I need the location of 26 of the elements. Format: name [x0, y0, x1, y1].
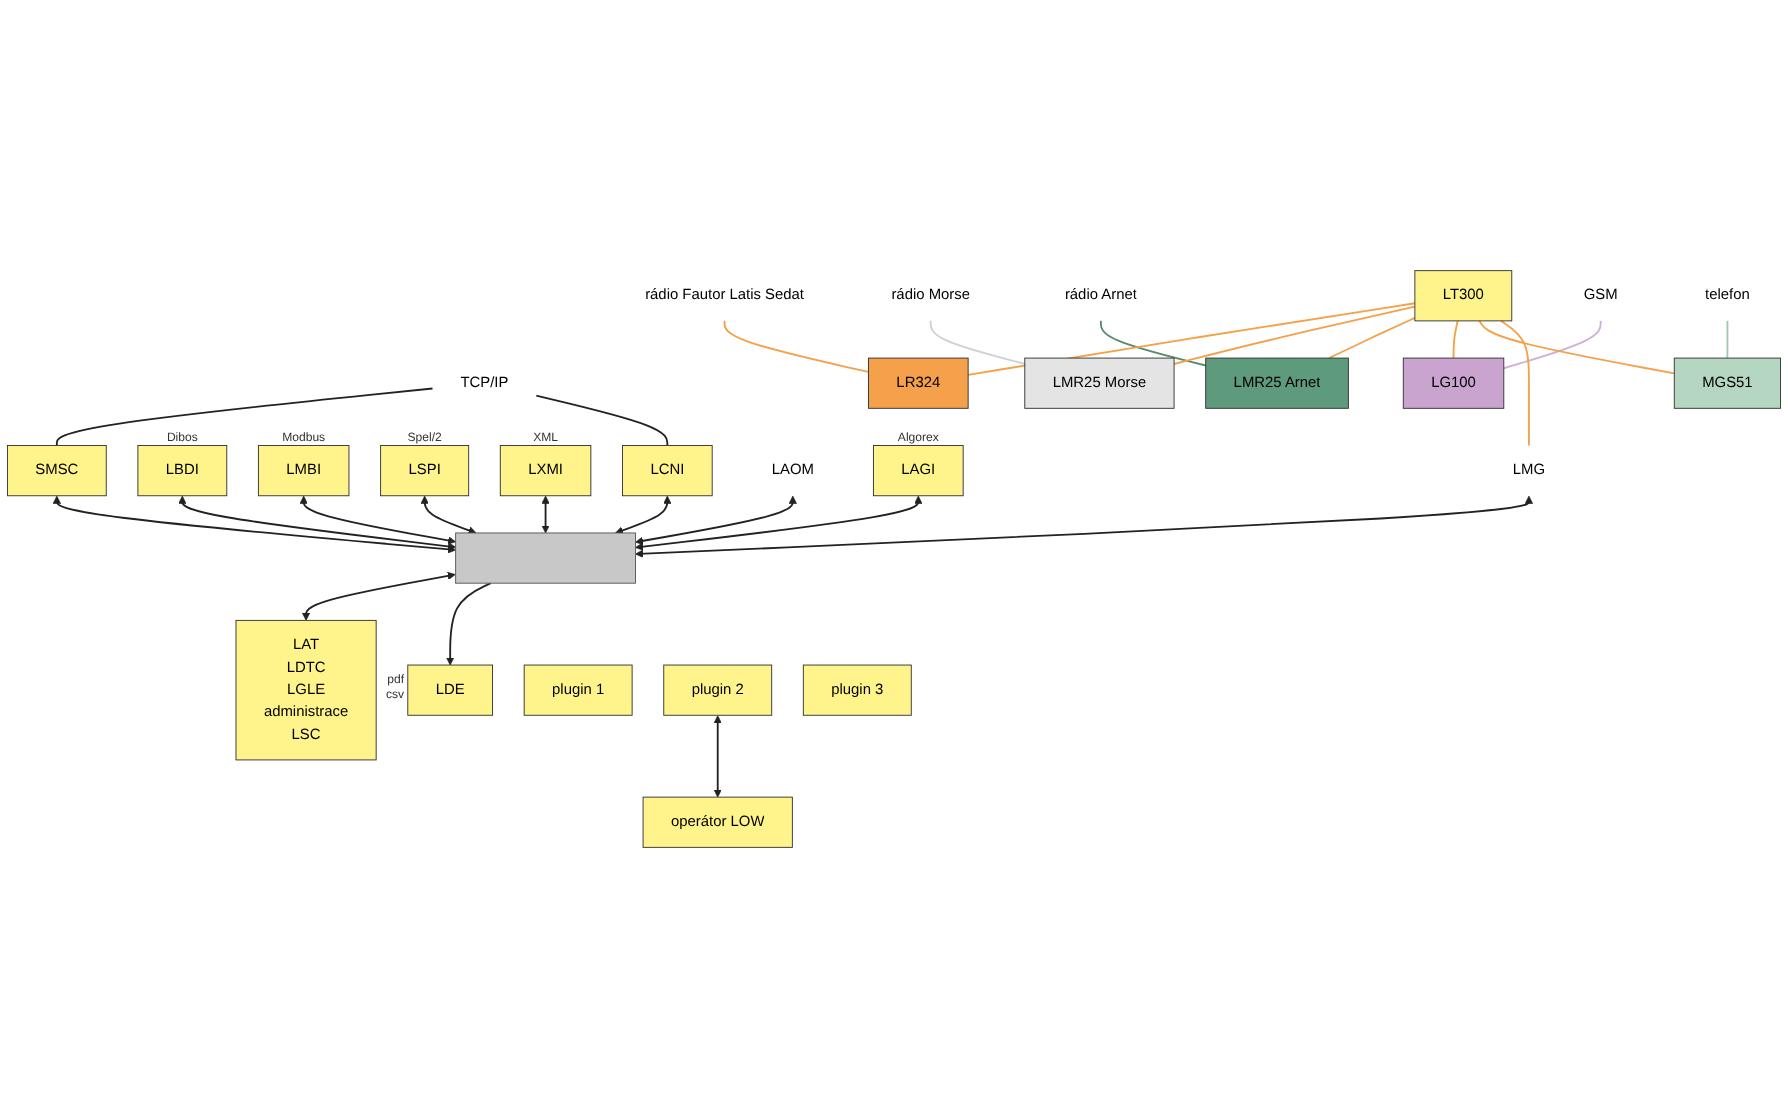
arrow	[615, 495, 672, 535]
arrow	[302, 571, 456, 621]
connector	[1099, 319, 1207, 367]
arrow	[635, 495, 797, 545]
connector	[55, 387, 434, 447]
connector	[967, 302, 1416, 376]
connector	[1328, 316, 1416, 359]
arrow	[635, 495, 1533, 558]
arrow	[299, 495, 456, 545]
connector	[1452, 319, 1459, 359]
connector	[1478, 319, 1676, 375]
arrow	[420, 495, 477, 535]
connector	[929, 319, 1026, 365]
connector	[723, 319, 870, 373]
connector	[1502, 319, 1602, 370]
connector	[1500, 319, 1530, 447]
arrow	[635, 495, 923, 551]
connector	[1726, 319, 1729, 359]
connector	[535, 394, 669, 447]
arrow	[52, 495, 456, 554]
arrow	[178, 495, 456, 551]
node-box	[455, 532, 636, 584]
arrow	[446, 582, 492, 666]
arrow	[541, 495, 550, 534]
arrow	[713, 715, 722, 798]
connector	[1173, 305, 1416, 365]
